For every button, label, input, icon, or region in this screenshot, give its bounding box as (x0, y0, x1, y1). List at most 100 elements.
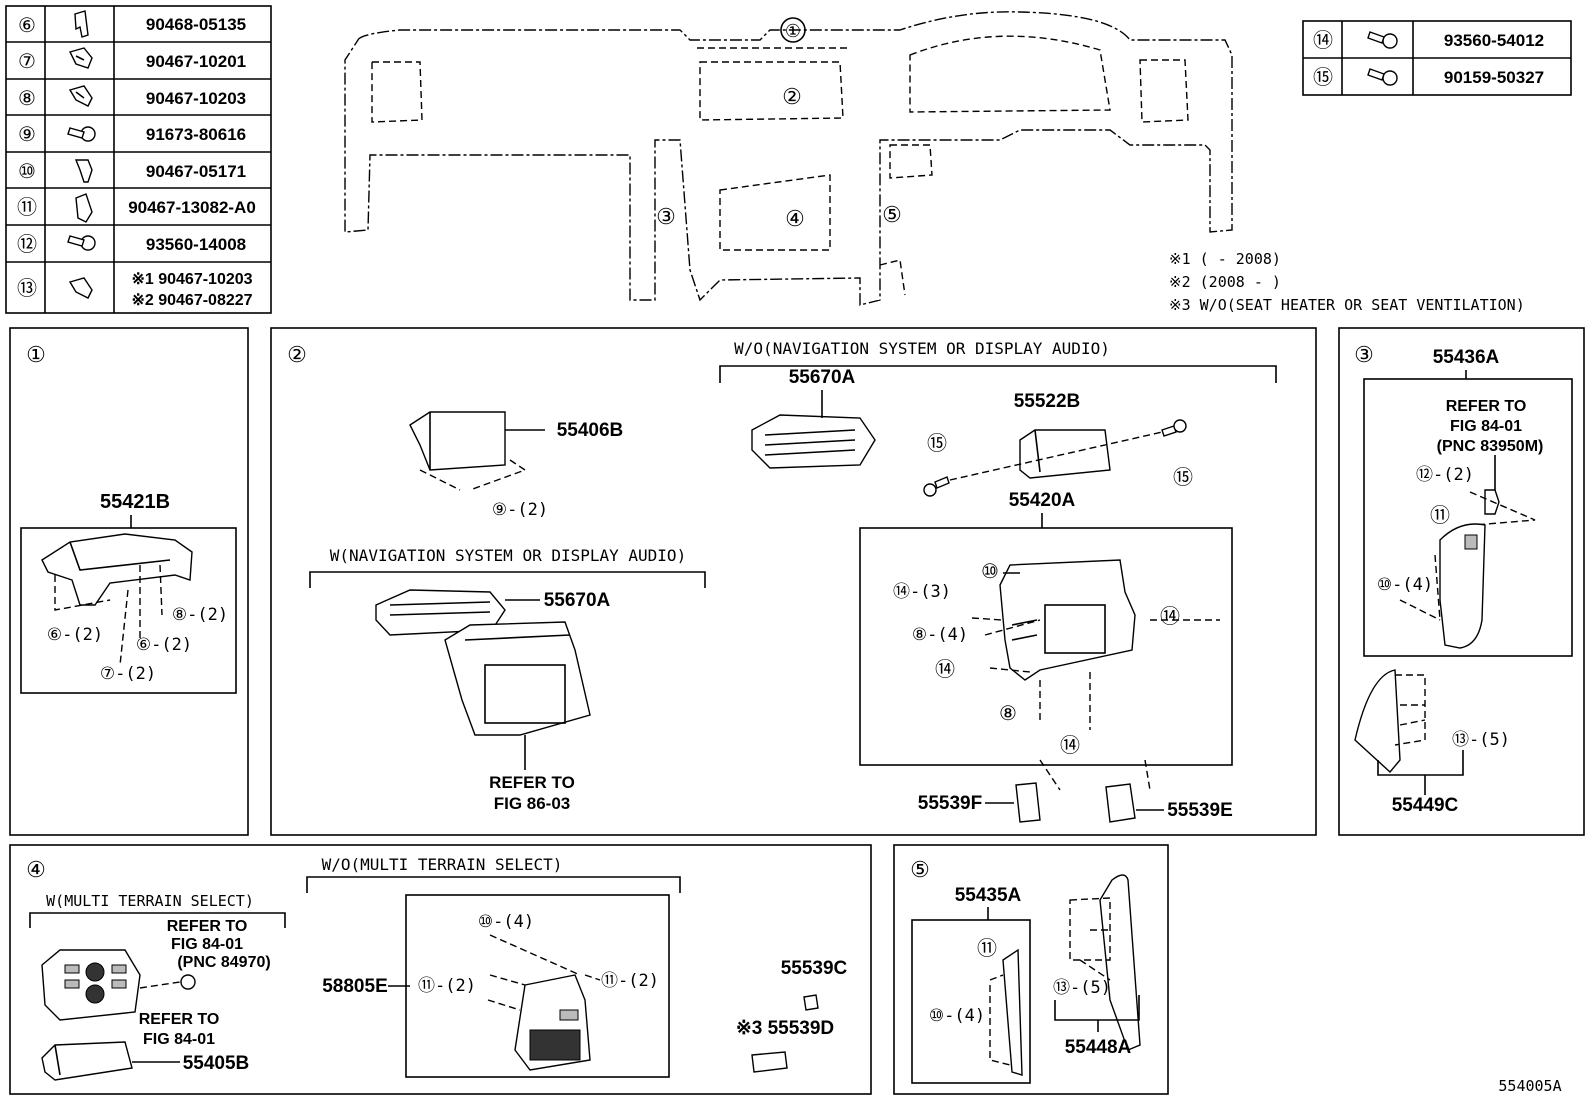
switch-part (1015, 782, 1041, 823)
overview-callout-4: ④ (785, 207, 805, 232)
panel-number: ① (26, 343, 46, 368)
part-number: 90467-05171 (146, 162, 246, 181)
fastener-table-left: ⑥ ⑦ ⑧ ⑨ ⑩ ⑪ ⑫ ⑬ 90468-05135 90467-10201 … (5, 5, 272, 314)
part-number: 55449C (1392, 795, 1459, 816)
part-number: 55539F (918, 793, 982, 814)
callout: ⑭ (1060, 733, 1080, 757)
callout: ⑧ (999, 701, 1017, 725)
refer-text: FIG 86-03 (494, 794, 571, 813)
callout: ⑬-(5) (1053, 978, 1111, 998)
clip-icon (74, 159, 93, 183)
callout: ⑭ (1160, 604, 1180, 628)
callout: ⑩-(4) (478, 912, 534, 932)
panel-4: ④ W(MULTI TERRAIN SELECT) REFER TO FIG 8… (9, 844, 872, 1095)
panel-3: ③ 55436A REFER TO FIG 84-01 (PNC 83950M)… (1338, 327, 1585, 836)
display-panel-part (444, 621, 591, 736)
trim-panel-part (1439, 523, 1486, 649)
clip-icon (68, 85, 93, 107)
callout: ⑧-(2) (172, 605, 228, 625)
refer-text: (PNC 84970) (177, 954, 270, 971)
refer-text: FIG 84-01 (1450, 418, 1522, 435)
vent-part (375, 589, 506, 636)
switch-part (751, 1051, 788, 1073)
condition-label: W/O(MULTI TERRAIN SELECT) (322, 855, 563, 874)
part-number: 55421B (100, 491, 170, 513)
screw-icon (1367, 31, 1398, 49)
screw-icon (67, 126, 96, 142)
clip-icon (75, 193, 93, 223)
panel-number: ③ (1354, 343, 1374, 368)
figure-id: 554005A (1498, 1077, 1561, 1095)
refer-text: REFER TO (489, 773, 575, 792)
overview-callout-1: ① (785, 21, 801, 42)
screw-icon (180, 974, 196, 990)
clip-icon (74, 10, 89, 38)
bracket-part (409, 411, 506, 471)
table-row-number: ⑦ (18, 49, 36, 73)
part-number: 55670A (789, 367, 856, 388)
bezel-part (1019, 429, 1111, 479)
vent-part (751, 414, 876, 469)
panel-5: ⑤ 55435A ⑪ ⑩-(4) ⑬-(5) 55448A (893, 844, 1169, 1095)
callout: ⑥-(2) (136, 635, 192, 655)
callout: ⑭-(3) (893, 582, 951, 602)
refer-text: REFER TO (139, 1011, 220, 1028)
overview-callout-2: ② (782, 85, 802, 110)
part-number: 55522B (1014, 391, 1081, 412)
table-row-number: ⑧ (18, 86, 36, 110)
callout: ⑨-(2) (492, 500, 548, 520)
part-number: 55436A (1433, 347, 1500, 368)
callout: ⑧-(4) (912, 625, 968, 645)
note-1: ※1 ( - 2008) (1169, 250, 1281, 268)
part-number: 58805E (322, 976, 388, 997)
part-number: ※2 90467-08227 (131, 292, 252, 309)
part-number: 93560-54012 (1444, 31, 1544, 50)
callout: ⑩-(4) (929, 1006, 985, 1026)
callout: ⑪ (1430, 503, 1450, 527)
part-number: 55670A (544, 590, 611, 611)
switch-part (1105, 783, 1136, 823)
callout: ⑭ (935, 657, 955, 681)
trim-strip-part (1002, 948, 1023, 1076)
clip-icon (68, 277, 93, 299)
callout: ⑪-(2) (418, 976, 476, 996)
condition-label: W(NAVIGATION SYSTEM OR DISPLAY AUDIO) (330, 546, 686, 565)
table-row-number: ⑬ (17, 276, 37, 300)
part-number: 55405B (183, 1053, 250, 1074)
part-number: 91673-80616 (146, 125, 246, 144)
refer-text: (PNC 83950M) (1437, 438, 1544, 455)
part-number: 90467-10201 (146, 52, 246, 71)
callout: ⑮ (927, 431, 947, 455)
condition-label: W/O(NAVIGATION SYSTEM OR DISPLAY AUDIO) (734, 339, 1110, 358)
table-row-number: ⑫ (17, 232, 37, 256)
panel-number: ⑤ (910, 858, 930, 883)
callout: ⑮ (1173, 465, 1193, 489)
table-row-number: ⑮ (1313, 65, 1333, 89)
part-number: 90468-05135 (146, 15, 246, 34)
overview-callout-5: ⑤ (882, 203, 902, 228)
part-number: 55448A (1065, 1037, 1132, 1058)
part-number: 93560-14008 (146, 235, 246, 254)
clip-icon (68, 47, 93, 69)
switch-part (803, 994, 819, 1011)
refer-text: REFER TO (167, 918, 248, 935)
part-number: 55406B (557, 420, 624, 441)
part-number: 55420A (1009, 490, 1076, 511)
table-row-number: ⑥ (18, 13, 36, 37)
fastener-table-right: ⑭ ⑮ 93560-54012 90159-50327 (1302, 20, 1572, 96)
callout: ⑬-(5) (1452, 730, 1510, 750)
callout: ⑥-(2) (47, 625, 103, 645)
panel-1: ① 55421B ⑥-(2) ⑧-(2) ⑥-(2) ⑦-(2) (9, 327, 249, 836)
cluster-panel-part (999, 559, 1136, 681)
callout: ⑦-(2) (100, 664, 156, 684)
garnish-part (41, 533, 193, 606)
panel-2: ② W/O(NAVIGATION SYSTEM OR DISPLAY AUDIO… (270, 327, 1317, 836)
table-row-number: ⑪ (17, 195, 37, 219)
refer-text: FIG 84-01 (143, 1031, 215, 1048)
refer-text: REFER TO (1446, 398, 1527, 415)
screw-icon (67, 235, 96, 251)
trim-panel-part (1099, 874, 1141, 1051)
screw-icon (1367, 68, 1398, 86)
part-number: ※3 55539D (736, 1018, 834, 1039)
